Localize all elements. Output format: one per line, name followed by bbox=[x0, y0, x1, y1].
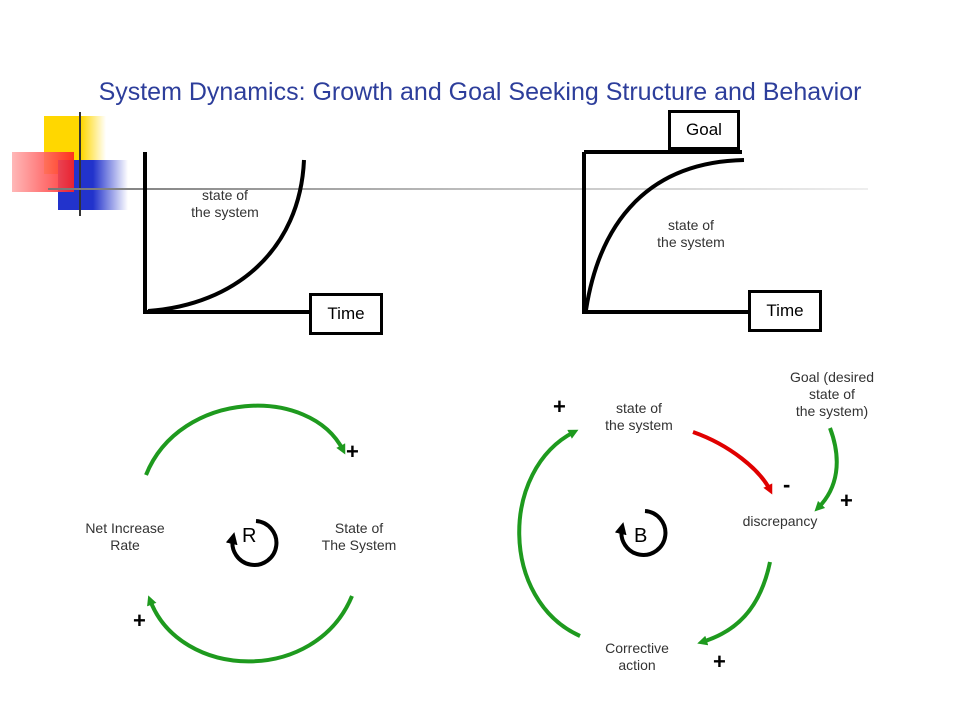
corrective-action-label: Corrective action bbox=[605, 640, 669, 673]
goal-axes bbox=[582, 152, 752, 314]
reinforcing-letter: R bbox=[242, 525, 257, 547]
b-sign-goal: + bbox=[840, 488, 853, 513]
decor-horizontal-line bbox=[48, 188, 868, 190]
r-bottom-arc bbox=[147, 595, 354, 664]
b-sign-bottom: + bbox=[713, 649, 726, 674]
b-goal-label: Goal (desired state of the system) bbox=[789, 369, 875, 419]
decor-red-square bbox=[12, 152, 74, 192]
growth-time-label: Time bbox=[327, 304, 365, 323]
net-increase-rate-label: Net Increase Rate bbox=[85, 520, 165, 553]
page-title: System Dynamics: Growth and Goal Seeking… bbox=[98, 78, 862, 106]
b-state-of-system-label: state of the system bbox=[605, 400, 673, 433]
goal-curve-label: state of the system bbox=[657, 217, 725, 250]
balancing-letter: B bbox=[634, 525, 648, 547]
growth-graph bbox=[143, 152, 312, 314]
b-sign-top-left: + bbox=[553, 394, 566, 419]
b-left-arc bbox=[517, 429, 581, 638]
reinforcing-loop bbox=[144, 403, 354, 664]
goal-box: Goal bbox=[668, 110, 740, 150]
b-sign-minus: - bbox=[783, 472, 791, 497]
state-of-system-label: State of The System bbox=[321, 520, 397, 553]
balancing-loop bbox=[517, 427, 839, 646]
growth-curve-label: state of the system bbox=[191, 187, 259, 220]
decor-vertical-line bbox=[79, 112, 81, 216]
discrepancy-label: discrepancy bbox=[742, 513, 818, 529]
growth-axes bbox=[143, 152, 312, 314]
goal-label: Goal bbox=[686, 120, 722, 139]
b-bottom-link bbox=[697, 561, 772, 646]
goal-graph bbox=[582, 150, 752, 314]
r-sign-bottom: + bbox=[133, 608, 146, 633]
growth-time-box: Time bbox=[309, 293, 383, 335]
b-goal-link bbox=[814, 427, 839, 512]
b-center-symbol bbox=[614, 509, 668, 557]
goal-time-box: Time bbox=[748, 290, 822, 332]
growth-curve bbox=[147, 159, 306, 313]
r-top-arc bbox=[144, 403, 346, 476]
r-sign-top: + bbox=[346, 439, 359, 464]
goal-time-label: Time bbox=[766, 301, 804, 320]
goal-curve bbox=[584, 158, 745, 311]
b-red-link bbox=[692, 430, 773, 495]
r-center-symbol bbox=[225, 519, 279, 567]
